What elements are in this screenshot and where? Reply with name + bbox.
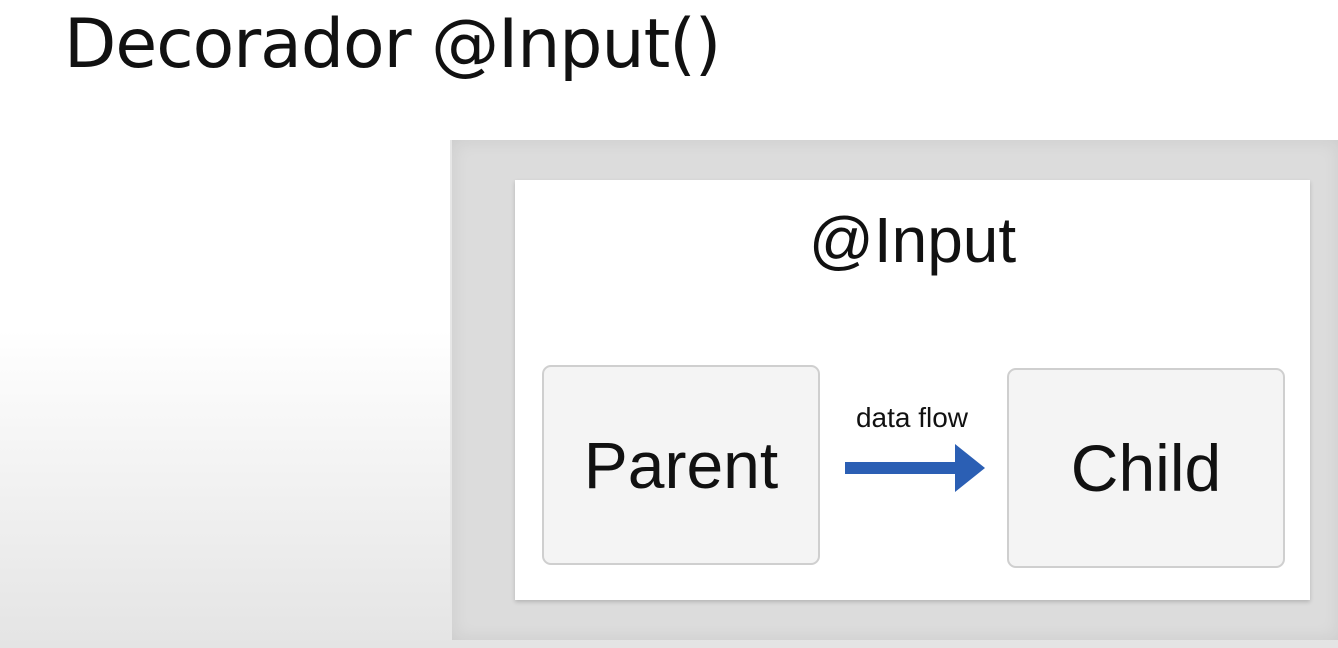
- child-component-box: Child: [1007, 368, 1285, 568]
- data-flow-arrow: [845, 444, 985, 492]
- slide-title: Decorador @Input(): [64, 5, 721, 84]
- parent-component-box: Parent: [542, 365, 820, 565]
- child-label: Child: [1070, 431, 1222, 505]
- diagram-heading: @Input: [808, 204, 1017, 276]
- diagram-panel: @Input Parent data flow Child: [515, 180, 1310, 600]
- data-flow-label: data flow: [855, 402, 969, 433]
- right-arrow-icon: [845, 444, 985, 492]
- parent-label: Parent: [583, 428, 779, 502]
